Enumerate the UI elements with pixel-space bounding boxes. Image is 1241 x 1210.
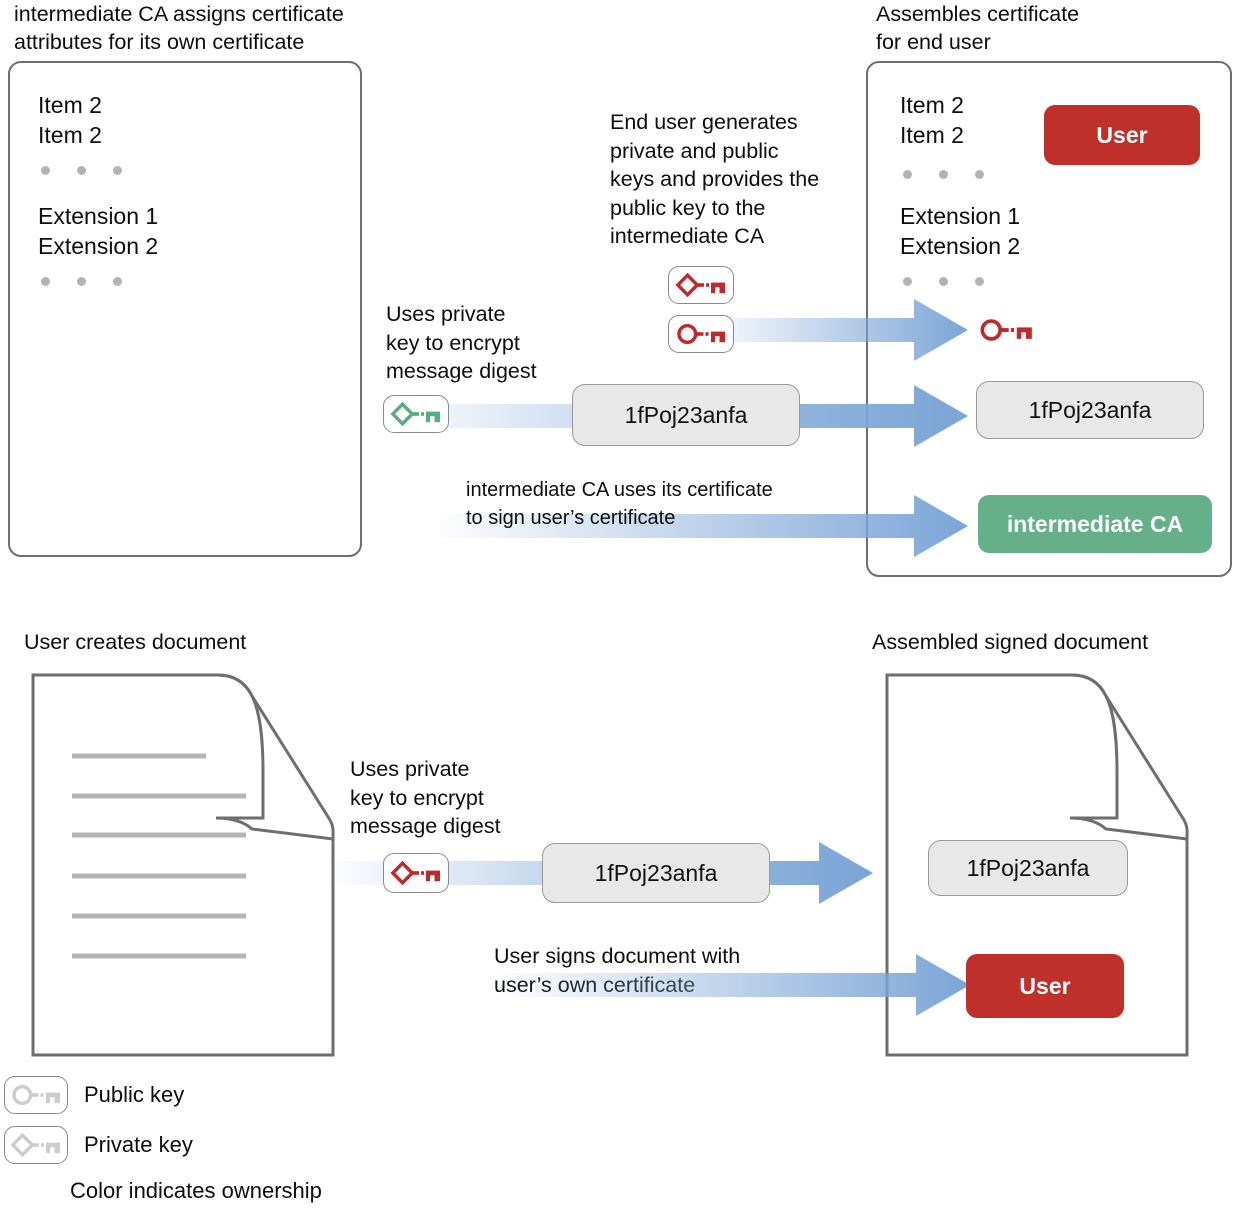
- right-cert-extension-1: Extension 1: [900, 203, 1021, 229]
- bottom-right-caption: Assembled signed document: [872, 630, 1149, 654]
- private-key-icon-intermediate-ca: [383, 395, 449, 433]
- left-cert-item-2: Item 2: [38, 122, 102, 148]
- note-user-signs-document: User signs document with user’s own cert…: [494, 944, 741, 997]
- private-key-icon-user: [668, 266, 734, 304]
- right-cert-item-1: Item 2: [900, 92, 964, 118]
- legend-label-private-key: Private key: [84, 1132, 193, 1157]
- note-uses-private-key-top: Uses private key to encrypt message dige…: [386, 302, 537, 383]
- legend-item-private-key: Private key: [4, 1126, 322, 1164]
- right-cert-item-2: Item 2: [900, 122, 964, 148]
- legend: Public key Private key Color indicates o…: [4, 1076, 322, 1204]
- legend-footnote: Color indicates ownership: [70, 1178, 322, 1203]
- digest-chip-source-bottom: 1fPoj23anfa: [542, 843, 770, 903]
- bottom-left-caption: User creates document: [24, 630, 247, 654]
- left-cert-item-1: Item 2: [38, 92, 102, 118]
- digest-chip-source-top: 1fPoj23anfa: [572, 384, 800, 446]
- digest-chip-signed-document: 1fPoj23anfa: [928, 840, 1128, 896]
- note-uses-private-key-bottom: Uses private key to encrypt message dige…: [350, 757, 501, 838]
- user-document: [30, 672, 336, 1058]
- private-key-icon-legend: [4, 1126, 68, 1164]
- left-cert-ellipsis-top: [41, 166, 122, 175]
- status-badge-user-bottom: User: [966, 954, 1124, 1018]
- private-key-icon-user-bottom: [383, 853, 449, 893]
- right-cert-extension-2: Extension 2: [900, 233, 1021, 259]
- public-key-icon-legend: [4, 1076, 68, 1114]
- right-cert-ellipsis-top: [903, 170, 984, 179]
- left-cert-ellipsis-bottom: [41, 277, 122, 286]
- left-cert-extension-1: Extension 1: [38, 203, 159, 229]
- status-badge-intermediate-ca: intermediate CA: [978, 495, 1212, 553]
- right-cert-ellipsis-bottom: [903, 277, 984, 286]
- digest-chip-certificate: 1fPoj23anfa: [976, 381, 1204, 439]
- public-key-icon-user: [668, 315, 734, 353]
- legend-item-public-key: Public key: [4, 1076, 322, 1114]
- public-key-icon-delivered: [978, 317, 1034, 343]
- note-intermediate-ca-signs: intermediate CA uses its certificate to …: [466, 479, 773, 529]
- right-certificate-caption: Assembles certificate for end user: [876, 2, 1080, 54]
- status-badge-user-top: User: [1044, 105, 1200, 165]
- legend-label-public-key: Public key: [84, 1082, 185, 1107]
- note-end-user-generates-keys: End user generates private and public ke…: [610, 110, 820, 248]
- intermediate-ca-certificate-box: [8, 61, 362, 557]
- left-cert-extension-2: Extension 2: [38, 233, 159, 259]
- left-certificate-caption: intermediate CA assigns certificate attr…: [14, 2, 344, 54]
